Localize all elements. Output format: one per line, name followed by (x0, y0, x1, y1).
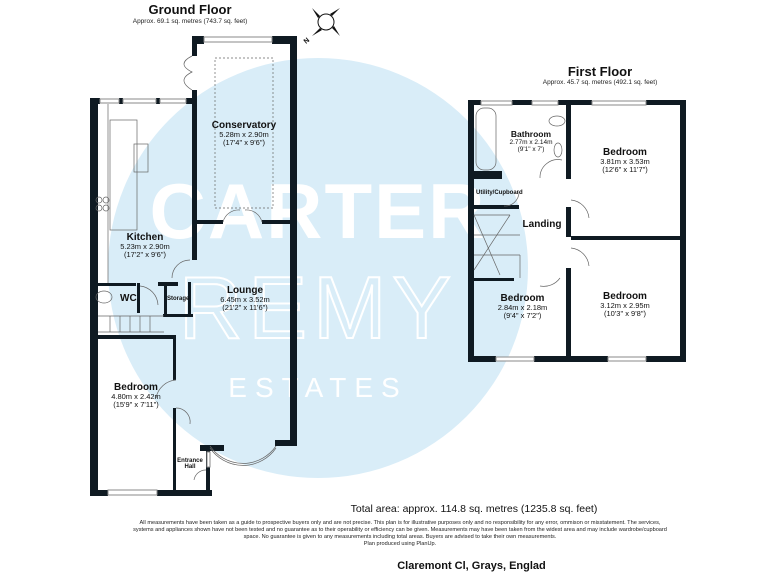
room-storage: Storage (167, 296, 190, 302)
room-imperial: (9'1" x 7') (517, 146, 545, 154)
room-metric: 2.84m x 2.18m (497, 303, 548, 312)
first-floor-fixtures (473, 107, 590, 287)
room-utility-cupboard: Utility/Cupboard (476, 190, 523, 196)
room-wc: WC (120, 293, 137, 304)
room-name: Landing (522, 219, 562, 230)
watermark-remy: REMY (179, 258, 457, 357)
property-address: Claremont Cl, Grays, Englad (397, 560, 546, 572)
compass-north-label: N (303, 37, 311, 46)
room-metric: 2.77m x 2.14m (509, 139, 553, 147)
room-lounge: Lounge 6.45m x 3.52m (21'2" x 11'6") (200, 285, 290, 313)
room-name: Lounge (226, 285, 264, 296)
ground-floor-walls (90, 36, 297, 496)
room-imperial: (17'4" x 9'6") (223, 138, 265, 148)
ground-floor-fixtures (95, 55, 277, 481)
room-name: Bedroom (603, 147, 647, 158)
ground-floor-area: Approx. 69.1 sq. metres (743.7 sq. feet) (132, 18, 248, 25)
room-name: Conservatory (211, 120, 277, 131)
first-floor-area: Approx. 45.7 sq. metres (492.1 sq. feet) (542, 79, 658, 86)
watermark-circle (108, 58, 528, 478)
first-floor-title: First Floor (567, 64, 633, 79)
room-name: Bathroom (510, 129, 552, 139)
produced-by: Plan produced using PlanUp. (363, 540, 437, 547)
room-conservatory: Conservatory 5.28m x 2.90m (17'4" x 9'6"… (200, 120, 288, 148)
compass-icon (312, 8, 340, 36)
disclaimer-text: All measurements have been taken as a gu… (133, 520, 667, 540)
entrance-line2: Hall (184, 464, 196, 470)
room-name: Bedroom (500, 293, 545, 304)
room-imperial: (17'2" x 9'6") (124, 250, 166, 260)
room-metric: 4.80m x 2.42m (111, 392, 161, 401)
room-bathroom: Bathroom 2.77m x 2.14m (9'1" x 7') (496, 129, 566, 154)
room-name: Kitchen (126, 232, 164, 243)
room-name: Bedroom (114, 382, 158, 393)
room-metric: 5.23m x 2.90m (120, 242, 170, 251)
room-name: Bedroom (603, 291, 647, 302)
room-landing: Landing (520, 219, 564, 230)
room-imperial: (12'6" x 11'7") (602, 165, 648, 175)
room-bedroom-first-2: Bedroom 2.84m x 2.18m (9'4" x 7'2") (480, 293, 565, 321)
room-bedroom-first-3: Bedroom 3.12m x 2.95m (10'3" x 9'8") (575, 291, 675, 319)
entrance-line1: Entrance (177, 458, 203, 464)
disclaimer: All measurements have been taken as a gu… (130, 520, 670, 548)
room-bedroom-ground: Bedroom 4.80m x 2.42m (15'9" x 7'11") (100, 382, 172, 410)
watermark-carter: CARTER (150, 167, 487, 255)
room-imperial: (10'3" x 9'8") (604, 309, 646, 319)
ground-floor-windows (99, 36, 273, 496)
room-bedroom-first-1: Bedroom 3.81m x 3.53m (12'6" x 11'7") (575, 147, 675, 175)
first-floor-windows (480, 100, 647, 362)
room-kitchen: Kitchen 5.23m x 2.90m (17'2" x 9'6") (100, 232, 190, 260)
room-metric: 5.28m x 2.90m (219, 130, 269, 139)
ground-floor-title: Ground Floor (148, 2, 232, 17)
total-area: Total area: approx. 114.8 sq. metres (12… (350, 503, 598, 515)
room-entrance-hall: Entrance Hall (176, 458, 204, 470)
room-metric: 6.45m x 3.52m (220, 295, 270, 304)
room-imperial: (21'2" x 11'6") (222, 303, 268, 313)
room-imperial: (15'9" x 7'11") (113, 400, 159, 410)
room-metric: 3.12m x 2.95m (600, 301, 650, 310)
watermark-estates: ESTATES (228, 372, 407, 403)
room-imperial: (9'4" x 7'2") (503, 311, 542, 321)
first-floor-walls (468, 100, 686, 362)
room-metric: 3.81m x 3.53m (600, 157, 650, 166)
